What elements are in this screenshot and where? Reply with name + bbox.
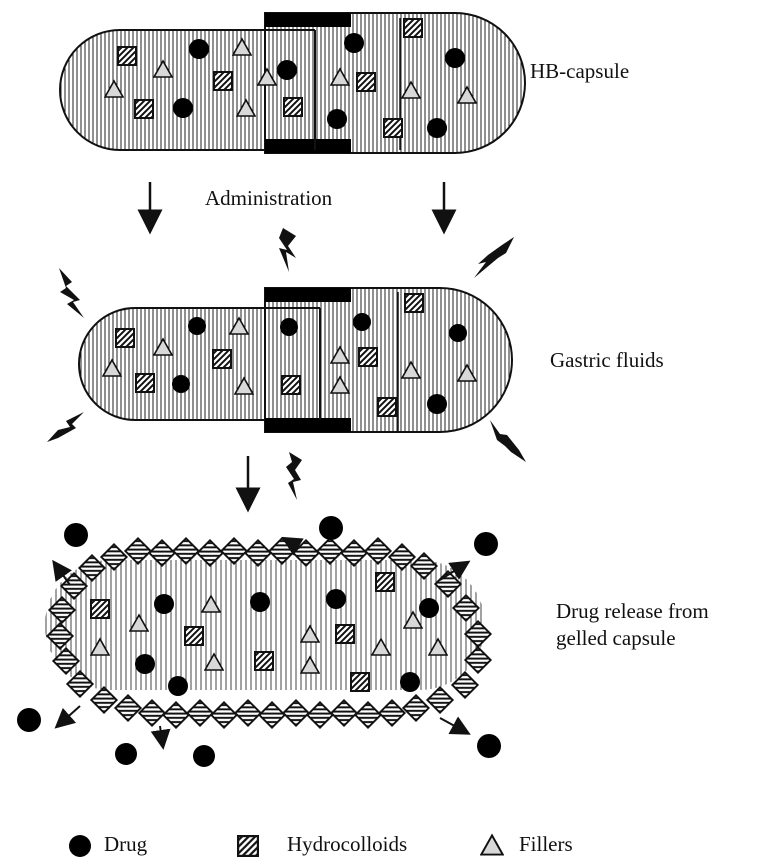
legend-drug-label: Drug (104, 832, 147, 857)
drug-release-label: Drug release from gelled capsule (556, 598, 709, 652)
drug-release-label-line1: Drug release from (556, 598, 709, 625)
hb-capsule (60, 13, 525, 153)
hb-capsule-label: HB-capsule (530, 58, 629, 85)
gelled-capsule (45, 538, 491, 727)
legend-hydrocolloid-icon (238, 836, 258, 856)
legend-hydrocolloids-label: Hydrocolloids (287, 832, 407, 857)
legend-fillers-label: Fillers (519, 832, 573, 857)
legend-filler-icon (481, 835, 503, 854)
legend-drug-icon (69, 835, 91, 857)
capsule-in-gastric-fluids (79, 288, 512, 432)
drug-release-label-line2: gelled capsule (556, 625, 709, 652)
gastric-fluids-label: Gastric fluids (550, 347, 664, 374)
administration-label: Administration (205, 185, 332, 212)
